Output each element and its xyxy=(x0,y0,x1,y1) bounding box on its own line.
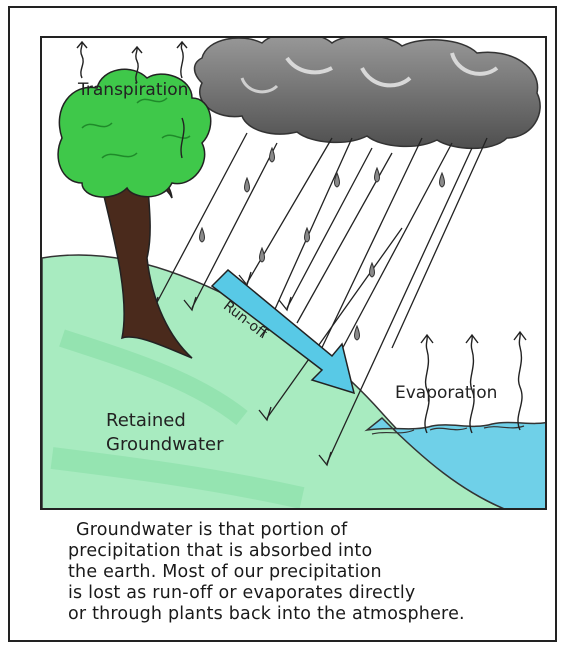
tree xyxy=(57,68,212,359)
caption: Groundwater is that portion of precipita… xyxy=(68,520,546,625)
rain-cloud xyxy=(193,38,541,150)
caption-line: the earth. Most of our precipitation xyxy=(68,562,382,582)
retained-groundwater-label-line2: Groundwater xyxy=(106,434,224,455)
rain-streaks xyxy=(153,132,488,464)
evaporation-label: Evaporation xyxy=(395,383,498,403)
retained-groundwater-label-line1: Retained xyxy=(106,410,186,431)
scene-drawing xyxy=(42,38,545,508)
caption-line: or through plants back into the atmosphe… xyxy=(68,604,465,624)
transpiration-arrows xyxy=(76,40,188,159)
transpiration-label: Transpiration xyxy=(78,80,189,100)
caption-line: Groundwater is that portion of xyxy=(76,520,348,540)
caption-line: is lost as run-off or evaporates directl… xyxy=(68,583,416,603)
water-cycle-scene: Transpiration Run-off Evaporation Retain… xyxy=(40,36,547,510)
caption-line: precipitation that is absorbed into xyxy=(68,541,373,561)
raindrops xyxy=(199,146,445,341)
lake-water xyxy=(364,416,545,508)
runoff-arrow xyxy=(210,268,356,395)
illustration-card: Transpiration Run-off Evaporation Retain… xyxy=(8,6,557,642)
evaporation-arrows xyxy=(420,330,527,434)
